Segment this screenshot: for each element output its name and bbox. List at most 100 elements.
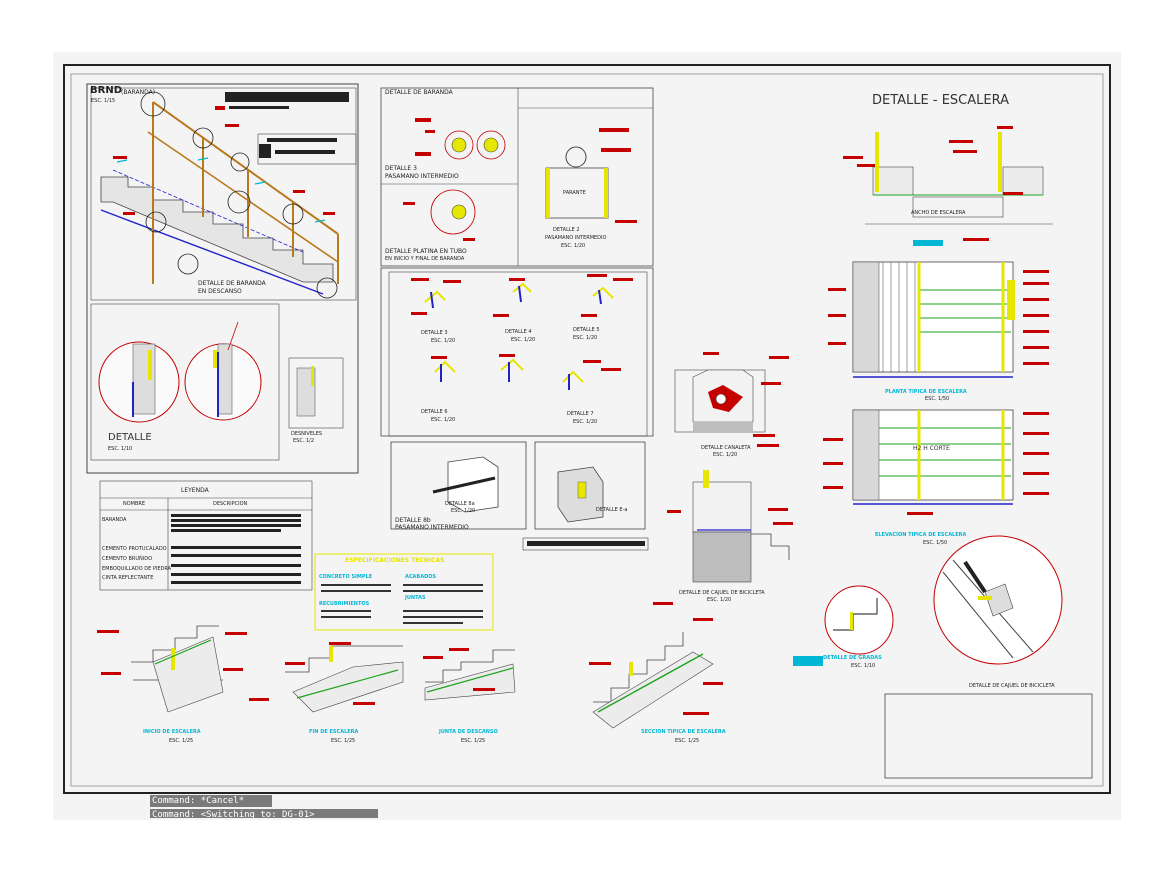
legend-table (99, 480, 313, 591)
platina-pipe (451, 204, 467, 220)
label-esc-3: ESC. 1/20 (573, 335, 598, 341)
inner-border (70, 73, 1104, 787)
d3-circle-b (476, 130, 506, 160)
stair-blue-line (112, 169, 304, 253)
d3-pipe-a (451, 137, 467, 153)
descansos-esc: ESC. 1/10 (851, 663, 876, 669)
label-d5: DETALLE 5 (573, 327, 600, 333)
elevacion-callouts (823, 412, 1049, 515)
cajuel-label: DETALLE DE CAJUEL DE BICICLETA (969, 683, 1055, 689)
panel-d3-a: DETALLE 3 (385, 165, 417, 172)
baranda-panel (380, 87, 654, 267)
zocalo-esc: ESC. 1/20 (707, 597, 732, 603)
inicio-yel (171, 648, 175, 670)
section-callouts (843, 126, 1023, 195)
panel-d3-b: PASAMANO INTERMEDIO (385, 173, 459, 180)
legend-col-name: NOMBRE (123, 501, 146, 507)
label-esc-5: ESC. 1/20 (573, 419, 598, 425)
label-esc-2: ESC. 1/20 (511, 337, 536, 343)
info-bar (275, 150, 335, 154)
legend-row: CEMENTO BRUÑIDO (102, 556, 153, 562)
desniveles-frame (288, 357, 344, 429)
panel-de: DETALLE E-a (596, 507, 628, 513)
detalle-callout (227, 321, 239, 351)
bottom-esc-1: ESC. 1/25 (169, 738, 194, 744)
panel-d8-c: DETALLE 8a (445, 501, 475, 507)
junta-descanso (425, 649, 515, 683)
cajuel-block (984, 583, 1014, 617)
junta-green (426, 667, 514, 693)
de-panel (534, 441, 646, 530)
info-bar (257, 133, 357, 165)
de-title-fill (527, 541, 645, 546)
platina-circle (430, 189, 476, 235)
bottom-red-callouts (97, 602, 723, 715)
de-yel (577, 481, 587, 499)
section-ancho (865, 132, 1053, 225)
handrail-mid (147, 131, 339, 263)
label-d3: DETALLE 3 (421, 330, 448, 336)
inicio-green (154, 639, 212, 665)
panel-detalle-esc: ESC. 1/10 (108, 446, 133, 452)
info-bar (225, 92, 349, 102)
command-line-1[interactable]: Command: *Cancel* (150, 795, 272, 807)
specs-lines (321, 584, 483, 624)
bottom-esc-3: ESC. 1/25 (461, 738, 486, 744)
canaleta-esc: ESC. 1/20 (713, 452, 738, 458)
detalle-yellow (148, 350, 152, 380)
seccion-tipica (593, 632, 684, 703)
railing-code: BRND (90, 85, 122, 96)
d8-rail (432, 476, 496, 494)
gradas-circle (824, 585, 894, 655)
descansos-label: DETALLE DE GRADAS (823, 655, 882, 661)
specs-juntas: JUNTAS (405, 595, 426, 601)
legend-row: BARANDA (102, 517, 127, 523)
cad-drawing[interactable] (53, 52, 1121, 820)
gradas-yel (850, 612, 853, 630)
label-d7: DETALLE 7 (567, 411, 594, 417)
detail-circles (140, 91, 338, 299)
stair-base-line (100, 209, 324, 295)
panel-d2-b: PASAMANO INTERMEDIO (545, 235, 607, 241)
fin-green (296, 669, 399, 699)
planta-label: PLANTA TIPICA DE ESCALERA (885, 389, 967, 395)
d3-pipe-b (483, 137, 499, 153)
planta-escalera (852, 240, 1015, 378)
desniveles-blk (296, 367, 316, 417)
bottom-label-4: SECCION TIPICA DE ESCALERA (641, 729, 726, 735)
bottom-esc-2: ESC. 1/25 (331, 738, 356, 744)
label-d6: DETALLE 6 (421, 409, 448, 415)
detail-joints (424, 282, 614, 383)
railing-panel (86, 83, 359, 474)
panel-d8-b: PASAMANO INTERMEDIO (395, 524, 469, 531)
seccion-green (597, 653, 704, 713)
zocalo-label: DETALLE DE CAJUEL DE BICICLETA (679, 590, 765, 596)
sheet-title: DETALLE - ESCALERA (872, 93, 1009, 108)
fin-yel (329, 646, 333, 662)
info-bar (229, 106, 289, 109)
label-esc-1: ESC. 1/20 (431, 338, 456, 344)
cajuel-yel (978, 596, 992, 600)
legend-bars (171, 514, 301, 584)
drawing-sheet[interactable]: DETALLE - ESCALERA BRND (BARANDA) ESC. 1… (53, 52, 1121, 820)
bottom-esc-4: ESC. 1/25 (675, 738, 700, 744)
specs-concreto: CONCRETO SIMPLE (319, 574, 373, 580)
command-line-2[interactable]: Command: <Switching to: DG-01> (150, 809, 378, 818)
label-esc-4: ESC. 1/20 (431, 417, 456, 423)
handrail-top (152, 101, 339, 235)
detalle-frame (90, 303, 280, 461)
outer-border (63, 64, 1111, 794)
cajuel-diag2 (942, 571, 1014, 659)
d2-yel-a (546, 168, 550, 218)
railing-scale: ESC. 1/15 (91, 98, 116, 104)
panel-parante: PARANTE (563, 190, 586, 196)
bottom-label-2: FIN DE ESCALERA (309, 729, 359, 735)
fin-fill (292, 661, 404, 713)
de-title-bar (522, 537, 649, 551)
d2-pipe (565, 146, 587, 168)
elevacion-label: ELEVACION TIPICA DE ESCALERA (875, 532, 967, 538)
panel-d2-a: DETALLE 2 (553, 227, 580, 233)
planta-esc: ESC. 1/50 (925, 396, 950, 402)
red-callouts (113, 106, 335, 215)
cajuel-bar (963, 560, 987, 594)
